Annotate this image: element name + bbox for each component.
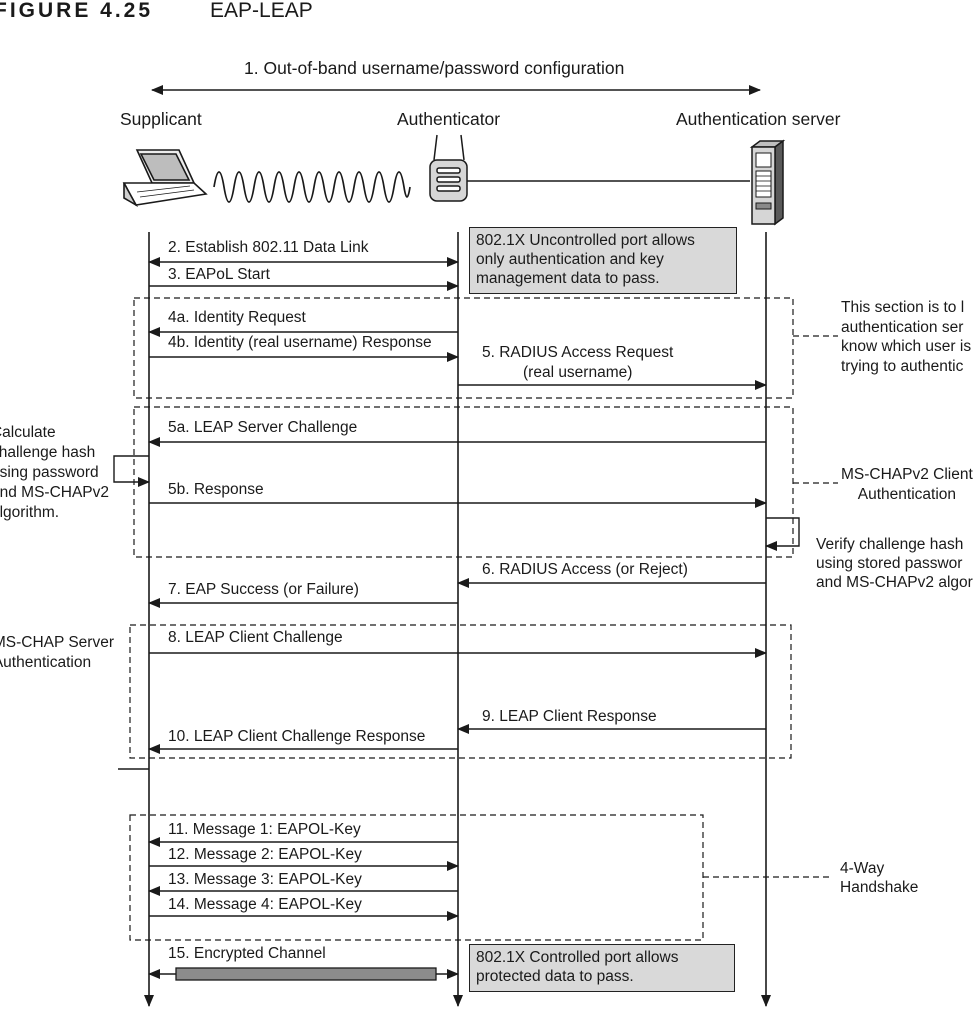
message-label-m4b: 4b. Identity (real username) Response: [168, 334, 432, 351]
mschap-client-line: MS-CHAPv2 Client: [841, 466, 973, 483]
identity-section-label: This section is to l authentication ser …: [841, 298, 971, 376]
message-label-m10: 10. LEAP Client Challenge Response: [168, 728, 426, 745]
calculate-line: algorithm.: [0, 504, 60, 521]
message-label-m5-line2: (real username): [523, 364, 633, 381]
verify-line: and MS-CHAPv2 algor: [816, 574, 973, 591]
identity-section-line: know which user is: [841, 338, 972, 355]
message-label-m5b: 5b. Response: [168, 481, 264, 498]
message-label-m6: 6. RADIUS Access (or Reject): [482, 561, 688, 578]
calculate-hash-label: Calculate challenge hash using password …: [0, 423, 109, 523]
server-tower-icon: [749, 139, 786, 226]
message-label-m5-line1: 5. RADIUS Access Request: [482, 344, 674, 361]
mschap-server-line: Authentication: [0, 654, 92, 671]
controlled-note-line: protected data to pass.: [476, 968, 634, 985]
message-label-m15: 15. Encrypted Channel: [168, 945, 326, 962]
encrypted-channel-bar: [175, 967, 437, 981]
actor-authenticator: Authenticator: [397, 109, 501, 129]
controlled-port-note: 802.1X Controlled port allows protected …: [469, 944, 735, 992]
uncontrolled-port-note: 802.1X Uncontrolled port allows only aut…: [469, 227, 737, 294]
message-label-m13: 13. Message 3: EAPOL-Key: [168, 871, 362, 888]
four-way-line: 4-Way: [840, 860, 885, 877]
message-label-m3: 3. EAPoL Start: [168, 266, 270, 283]
mschap-server-box: [129, 624, 792, 759]
message-label-m8: 8. LEAP Client Challenge: [168, 629, 343, 646]
actor-supplicant: Supplicant: [120, 109, 202, 129]
uncontrolled-note-line: 802.1X Uncontrolled port allows: [476, 232, 695, 249]
verify-line: using stored passwor: [816, 555, 963, 572]
verify-challenge-label: Verify challenge hash using stored passw…: [816, 535, 973, 592]
four-way-handshake-label: 4-Way Handshake: [840, 859, 918, 897]
message-label-m2: 2. Establish 802.11 Data Link: [168, 239, 369, 256]
uncontrolled-note-line: management data to pass.: [476, 270, 660, 287]
calculate-line: using password: [0, 464, 99, 481]
calculate-line: Calculate: [0, 424, 56, 441]
access-point-icon: [429, 134, 468, 202]
message-label-m12: 12. Message 2: EAPOL-Key: [168, 846, 362, 863]
out-of-band-label: 1. Out-of-band username/password configu…: [244, 58, 625, 78]
message-label-m5a: 5a. LEAP Server Challenge: [168, 419, 358, 436]
figure-number: FIGURE 4.25: [0, 0, 154, 22]
laptop-icon: [122, 149, 208, 208]
mschap-client-line: Authentication: [857, 486, 957, 503]
identity-section-line: This section is to l: [841, 299, 965, 316]
figure-title: EAP-LEAP: [210, 0, 313, 22]
message-label-m4a: 4a. Identity Request: [168, 309, 306, 326]
calculate-line: challenge hash: [0, 444, 96, 461]
four-way-line: Handshake: [840, 879, 919, 896]
uncontrolled-note-line: only authentication and key: [476, 251, 664, 268]
actor-authentication-server: Authentication server: [676, 109, 841, 129]
message-label-m11: 11. Message 1: EAPOL-Key: [168, 821, 361, 838]
calculate-line: and MS-CHAPv2: [0, 484, 109, 501]
mschap-server-line: MS-CHAP Server: [0, 634, 114, 651]
identity-section-line: trying to authentic: [841, 357, 964, 375]
verify-loop-arrow: [765, 517, 800, 551]
identity-section-line: authentication ser: [841, 318, 964, 336]
wireless-signal-icon: [213, 171, 411, 203]
calculate-loop-arrow: [113, 455, 150, 487]
mschap-server-label: MS-CHAP Server Authentication: [0, 633, 114, 673]
mschap-client-label: MS-CHAPv2 Client Authentication: [841, 465, 973, 505]
message-label-m14: 14. Message 4: EAPOL-Key: [168, 896, 362, 913]
controlled-note-line: 802.1X Controlled port allows: [476, 949, 679, 966]
message-label-m9: 9. LEAP Client Response: [482, 708, 657, 725]
verify-line: Verify challenge hash: [816, 536, 964, 553]
message-label-m7: 7. EAP Success (or Failure): [168, 581, 359, 598]
